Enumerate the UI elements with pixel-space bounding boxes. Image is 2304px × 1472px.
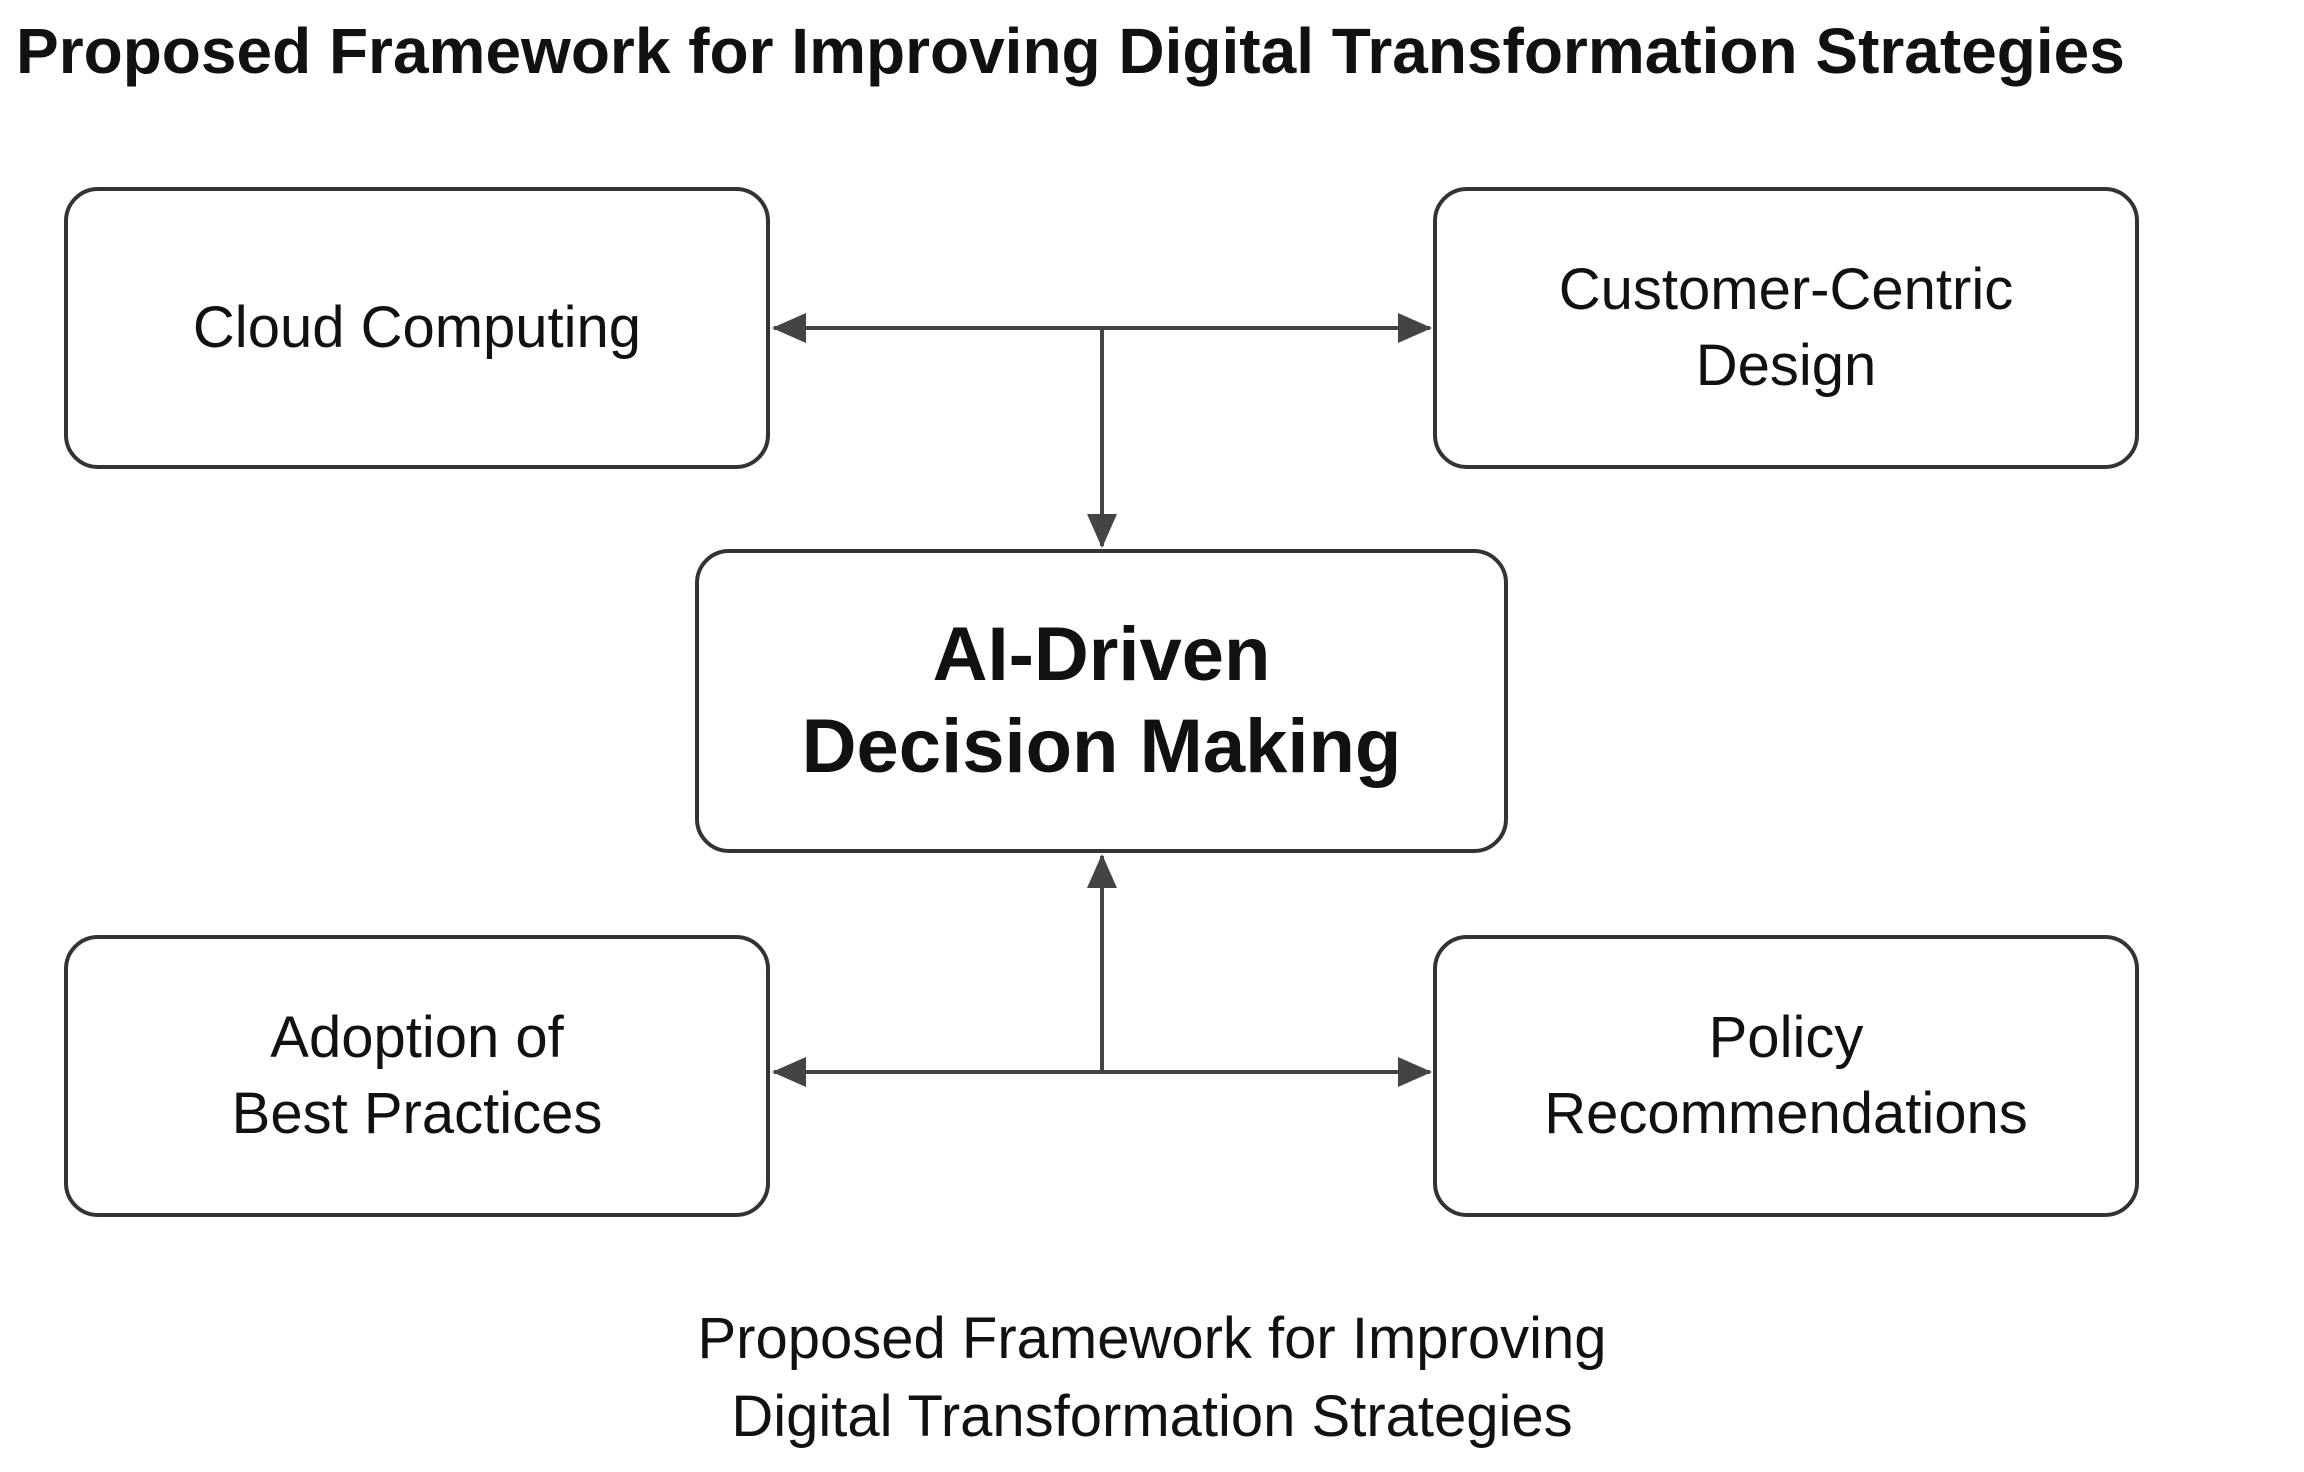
figure-caption: Proposed Framework for Improving Digital… — [552, 1300, 1752, 1456]
node-label: Policy Recommendations — [1544, 1000, 2028, 1152]
node-ai-driven-decision-making: AI-Driven Decision Making — [695, 549, 1508, 853]
node-label-line: Policy — [1708, 1005, 1864, 1070]
node-label-line: Recommendations — [1544, 1081, 2028, 1146]
node-label-line: Best Practices — [231, 1081, 603, 1146]
node-label: Cloud Computing — [193, 290, 641, 366]
node-label-line: Customer-Centric — [1558, 257, 2014, 322]
node-label-line: AI-Driven — [932, 612, 1271, 697]
node-label: Customer-Centric Design — [1559, 252, 2013, 404]
node-policy-recommendations: Policy Recommendations — [1433, 935, 2139, 1217]
node-label-line: Decision Making — [801, 704, 1402, 789]
node-label-line: Cloud Computing — [192, 295, 642, 360]
node-label: AI-Driven Decision Making — [802, 609, 1402, 793]
node-label: Adoption of Best Practices — [232, 1000, 603, 1152]
node-customer-centric-design: Customer-Centric Design — [1433, 187, 2139, 469]
node-label-line: Adoption of — [270, 1005, 564, 1070]
node-cloud-computing: Cloud Computing — [64, 187, 770, 469]
caption-line: Proposed Framework for Improving — [697, 1306, 1607, 1371]
node-label-line: Design — [1695, 333, 1877, 398]
caption-line: Digital Transformation Strategies — [731, 1384, 1573, 1449]
diagram-title: Proposed Framework for Improving Digital… — [16, 15, 2125, 87]
node-adoption-of-best-practices: Adoption of Best Practices — [64, 935, 770, 1217]
